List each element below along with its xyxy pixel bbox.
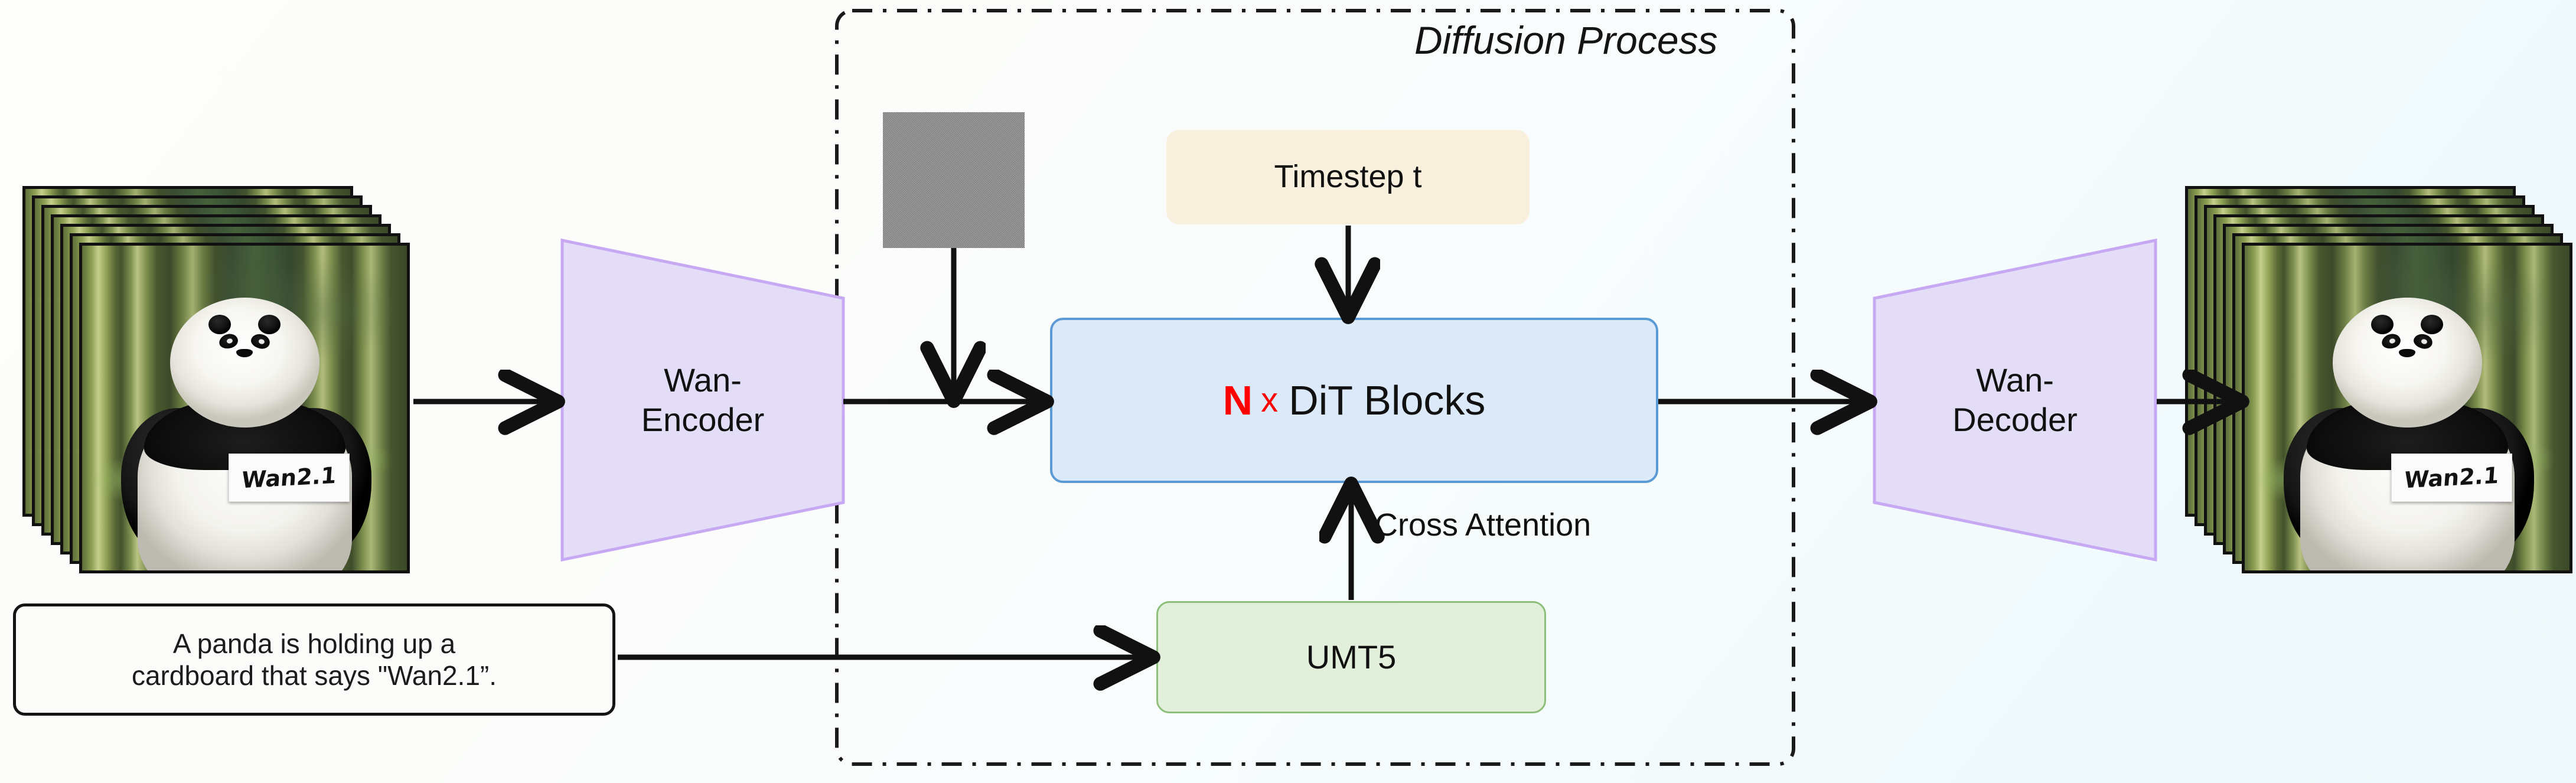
wan-encoder-label-line1: Wan- xyxy=(664,361,742,399)
video-frame-front: Wan2.1 xyxy=(2242,243,2572,573)
output-video-frames: Wan2.1 xyxy=(2185,186,2575,576)
prompt-line-1: A panda is holding up a xyxy=(172,628,456,659)
gaussian-noise-patch xyxy=(883,112,1025,248)
dit-multiplier-symbol: x xyxy=(1261,380,1279,419)
dit-blocks-label: N x DiT Blocks xyxy=(1050,318,1658,483)
wan-decoder-label-line1: Wan- xyxy=(1976,361,2054,399)
input-video-frames: Wan2.1 xyxy=(22,186,412,576)
panda-sign-text: Wan2.1 xyxy=(2403,462,2500,494)
umt5-label: UMT5 xyxy=(1306,638,1397,676)
dit-blocks-text: DiT Blocks xyxy=(1289,377,1486,423)
panda-illustration: Wan2.1 xyxy=(82,246,407,570)
diffusion-process-title: Diffusion Process xyxy=(1414,18,1718,62)
panda-sign: Wan2.1 xyxy=(228,454,350,502)
cross-attention-label: Cross Attention xyxy=(1375,507,1592,543)
wan-encoder-label: Wan- Encoder xyxy=(561,239,844,561)
dit-repeat-count: N xyxy=(1222,377,1253,423)
prompt-line-2: cardboard that says "Wan2.1”. xyxy=(131,660,497,691)
panda-sign-text: Wan2.1 xyxy=(240,462,337,494)
video-frame-front: Wan2.1 xyxy=(79,243,410,573)
prompt-box[interactable]: A panda is holding up a cardboard that s… xyxy=(13,603,615,716)
panda-sign: Wan2.1 xyxy=(2391,454,2512,502)
wan-decoder-label-line2: Decoder xyxy=(1952,400,2078,438)
wan-decoder-label: Wan- Decoder xyxy=(1873,239,2157,561)
wan-encoder-label-line2: Encoder xyxy=(641,400,765,438)
timestep-label: Timestep t xyxy=(1274,159,1422,195)
timestep-box[interactable]: Timestep t xyxy=(1166,130,1530,224)
umt5-box[interactable]: UMT5 xyxy=(1156,601,1546,713)
panda-illustration: Wan2.1 xyxy=(2245,246,2570,570)
